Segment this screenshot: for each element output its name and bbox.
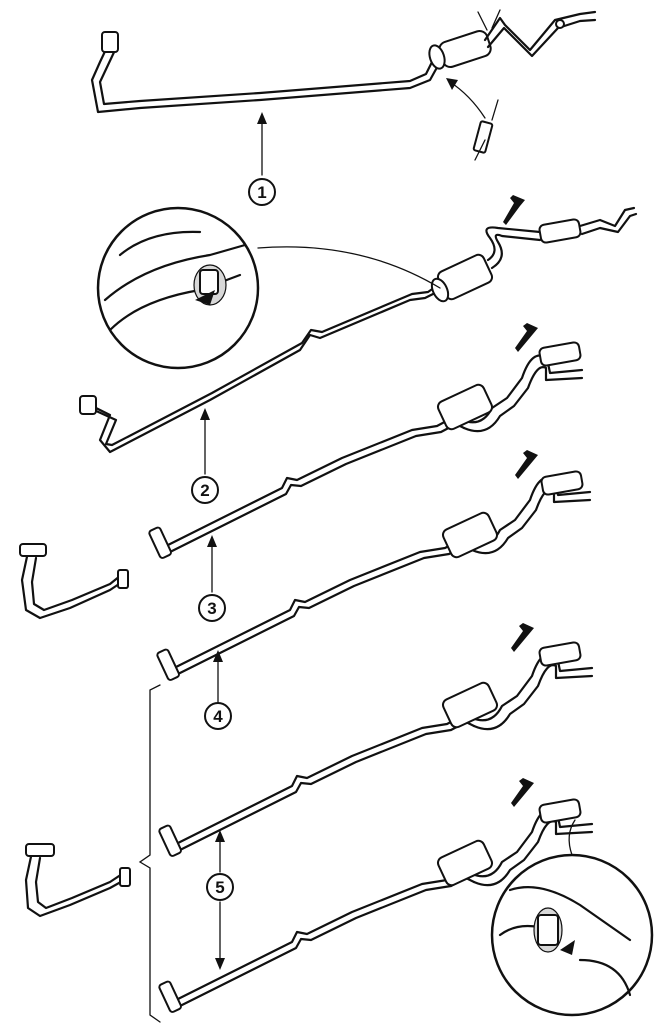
muffler-icon [441,511,499,559]
resonator-icon [540,470,584,496]
svg-text:1: 1 [257,183,266,202]
resonator-icon [538,641,582,667]
exhaust-assembly-5b [157,778,654,1017]
hanger-detail-magnifier [96,206,441,370]
exhaust-assembly-1 [90,9,597,176]
hanger-detail-magnifier-2 [490,819,654,1017]
svg-text:3: 3 [207,599,216,618]
front-downpipe-1 [19,543,129,620]
arrow-marker-icon [511,778,534,807]
callout-5: 5 [206,873,234,901]
flange-icon [101,31,119,53]
resonator-icon [538,341,582,367]
callout-2: 2 [191,476,219,504]
callout-3: 3 [198,594,226,622]
flange-icon [19,543,47,557]
exhaust-assembly-2 [79,195,638,475]
muffler-icon [441,681,499,729]
muffler-icon [430,253,494,303]
bracket [138,684,161,1023]
exhaust-assembly-5a [157,623,594,858]
callout-4: 4 [204,702,232,730]
clamp-icon [472,99,499,161]
front-downpipe-2 [24,843,131,918]
exhaust-assembly-3 [147,323,584,593]
arrow-marker-icon [511,623,534,652]
flange-icon [79,395,97,415]
hanger-icon [555,19,565,29]
svg-text:2: 2 [200,481,209,500]
flange-icon [25,843,55,857]
arrow-marker-icon [503,195,525,225]
muffler-icon [436,383,494,431]
arrow-marker-icon [515,323,538,352]
arrow-marker-icon [515,450,538,479]
resonator-icon [538,798,582,824]
callout-1: 1 [248,178,276,206]
muffler-icon [436,839,494,887]
svg-text:5: 5 [215,878,224,897]
resonator-icon [538,218,582,244]
exhaust-assembly-4 [155,450,592,703]
svg-text:4: 4 [213,707,223,726]
muffler-icon [428,29,492,70]
